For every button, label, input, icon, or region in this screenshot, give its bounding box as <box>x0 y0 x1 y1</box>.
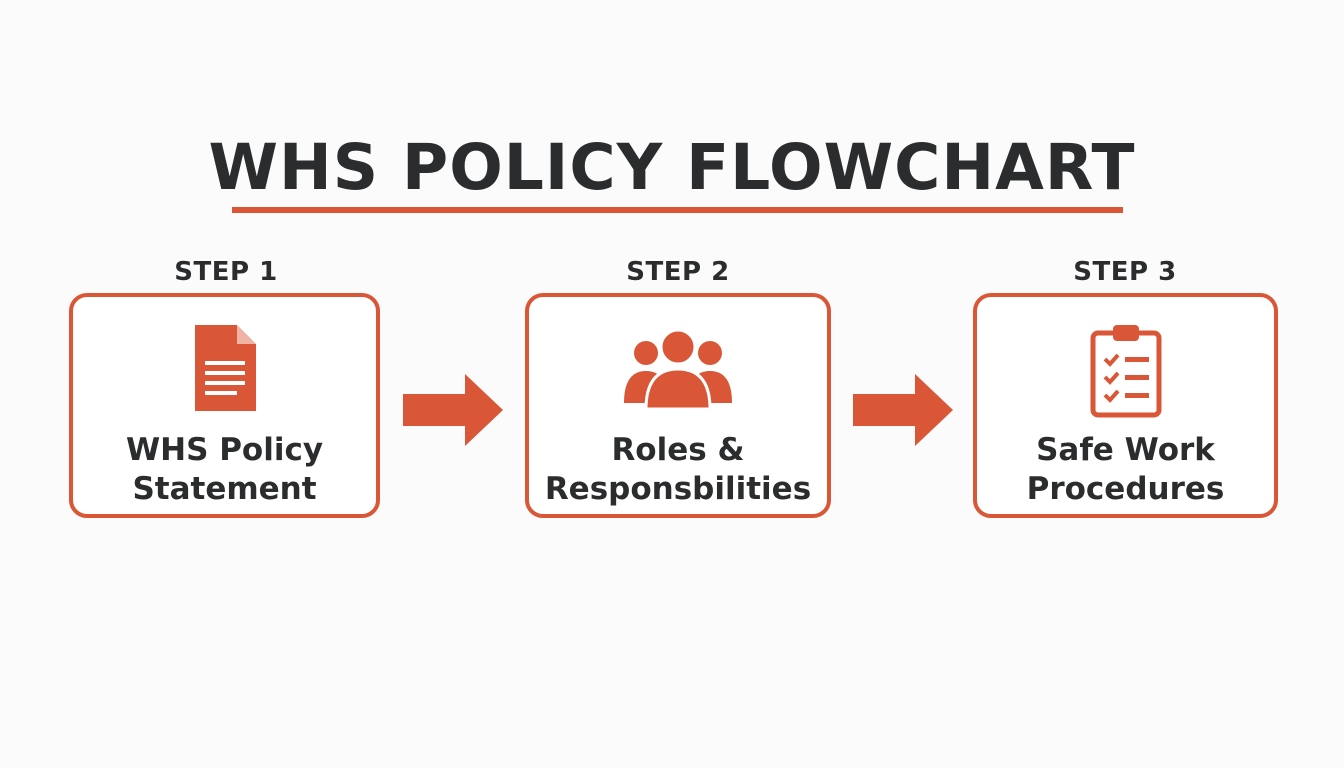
step-1-box: WHS Policy Statement <box>69 293 380 518</box>
right-arrow-icon <box>403 374 503 446</box>
step-1-text-line2: Statement <box>132 471 317 507</box>
step-3-box: Safe Work Procedures <box>973 293 1278 518</box>
clipboard-checklist-icon <box>977 319 1274 419</box>
step-2-text: Roles & Responsbilities <box>529 431 827 509</box>
step-1-label: STEP 1 <box>174 257 278 287</box>
step-1-text-line1: WHS Policy <box>125 432 324 468</box>
people-group-icon <box>529 319 827 419</box>
step-3-text-line2: Procedures <box>1026 471 1225 507</box>
step-2-text-line1: Roles & <box>611 432 745 468</box>
step-2-text-line2: Responsbilities <box>544 471 812 507</box>
step-1-text: WHS Policy Statement <box>73 431 376 509</box>
step-3-text-line1: Safe Work <box>1036 432 1215 468</box>
step-3-text: Safe Work Procedures <box>977 431 1274 509</box>
document-icon <box>73 319 376 419</box>
title-underline <box>232 207 1123 213</box>
step-3-label: STEP 3 <box>1073 257 1177 287</box>
right-arrow-icon <box>853 374 953 446</box>
step-2-label: STEP 2 <box>626 257 730 287</box>
step-2-box: Roles & Responsbilities <box>525 293 831 518</box>
page-title: WHS POLICY FLOWCHART <box>208 131 1136 204</box>
